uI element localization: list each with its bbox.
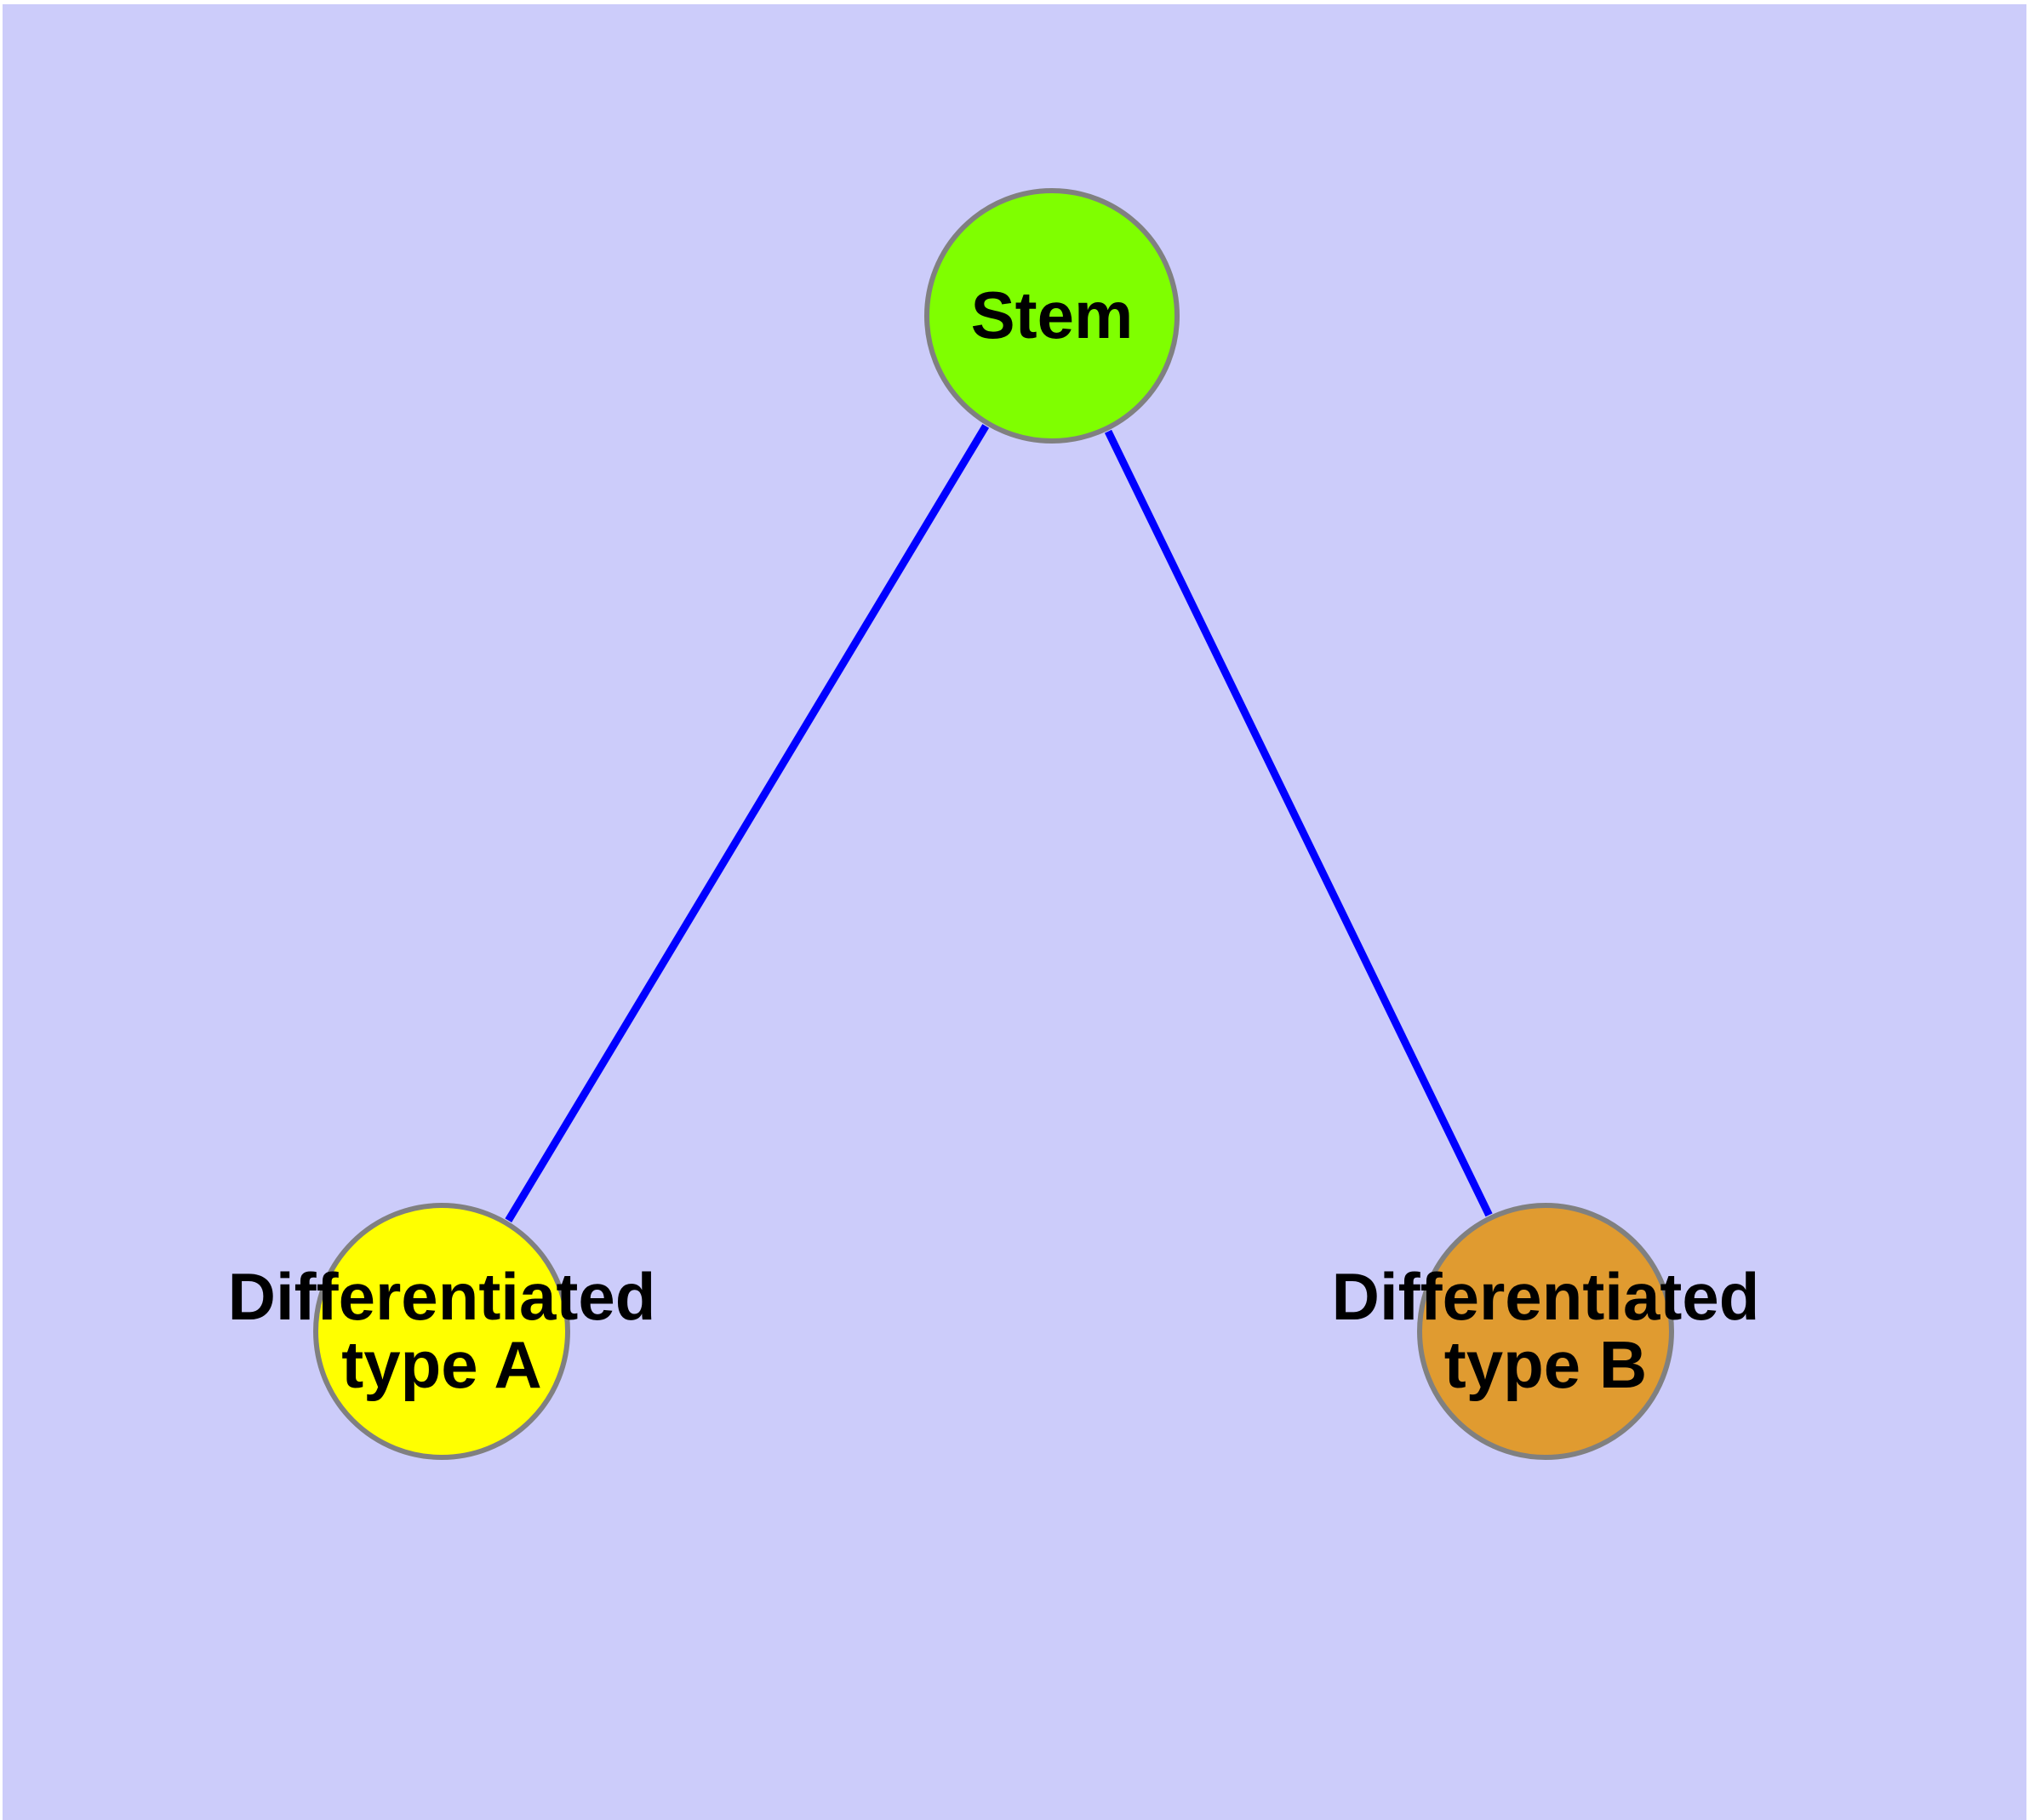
node-diff_b[interactable] [1417, 1203, 1674, 1460]
node-stem[interactable] [924, 188, 1180, 444]
edges-layer [505, 424, 1493, 1223]
nodes-layer [313, 188, 1674, 1460]
edge-stem-diff-a[interactable] [505, 424, 990, 1223]
edge-stem-diff-b[interactable] [1104, 429, 1493, 1217]
node-diff_a[interactable] [313, 1203, 570, 1460]
